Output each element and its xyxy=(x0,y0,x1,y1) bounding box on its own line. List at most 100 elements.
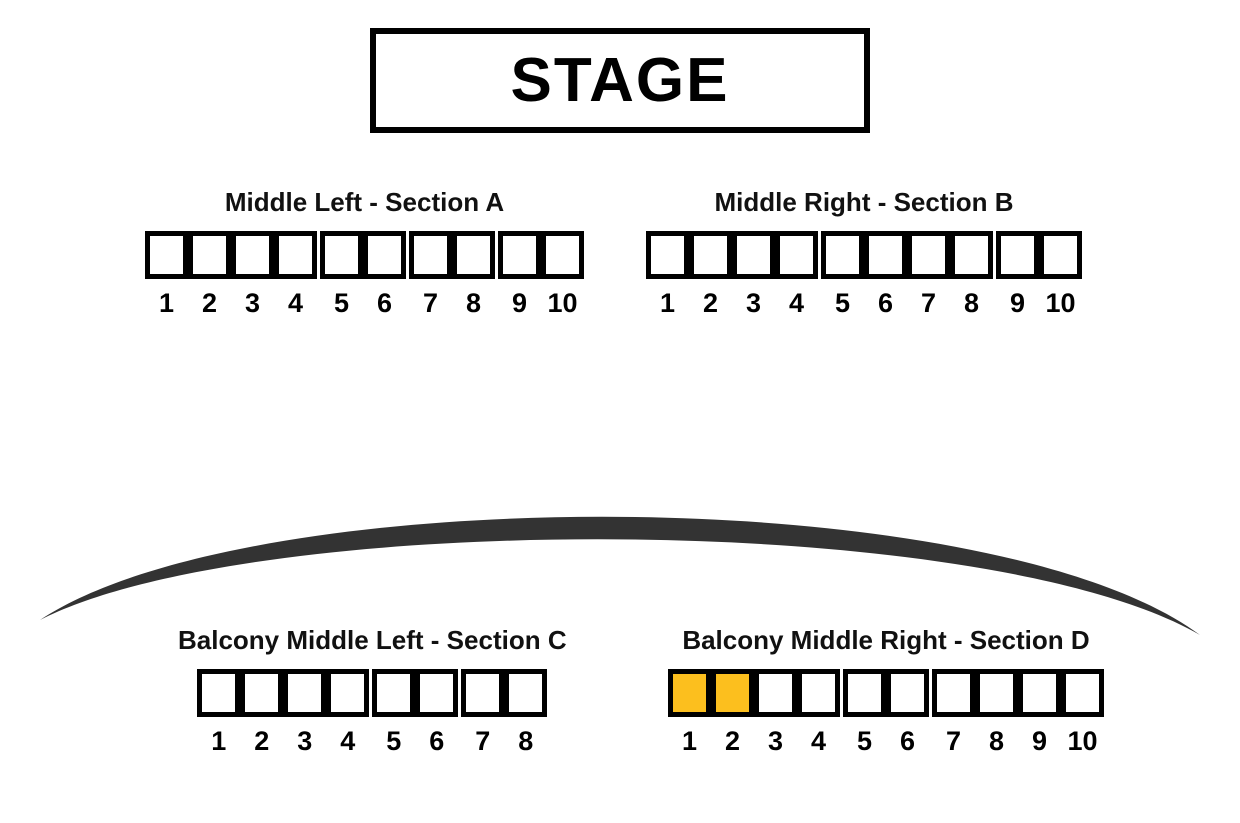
seat-number-d-6: 6 xyxy=(899,725,916,756)
seat-number-a-7: 7 xyxy=(422,287,439,318)
section-a-title: Middle Left - Section A xyxy=(224,187,505,217)
seat-b-10[interactable] xyxy=(1039,230,1082,279)
seat-number-c-8: 8 xyxy=(518,725,534,756)
seat-d-3[interactable] xyxy=(754,668,797,717)
seat-b-8[interactable] xyxy=(950,230,993,279)
seat-number-a-6: 6 xyxy=(376,287,393,318)
seat-number-d-7: 7 xyxy=(945,725,962,756)
seat-a-2[interactable] xyxy=(188,230,231,279)
seat-number-d-1: 1 xyxy=(681,725,698,756)
seat-c-2[interactable] xyxy=(240,668,284,717)
section-b-seat-group xyxy=(646,230,818,279)
seat-d-2[interactable] xyxy=(711,668,754,717)
seat-a-6[interactable] xyxy=(363,230,406,279)
seat-d-7[interactable] xyxy=(932,668,975,717)
seat-a-7[interactable] xyxy=(409,230,452,279)
seat-b-1[interactable] xyxy=(646,230,689,279)
seat-number-c-6: 6 xyxy=(429,725,445,756)
seat-number-d-5: 5 xyxy=(856,725,873,756)
seat-c-7[interactable] xyxy=(461,668,505,717)
seat-a-8[interactable] xyxy=(452,230,495,279)
seat-c-1[interactable] xyxy=(197,668,241,717)
seat-a-3[interactable] xyxy=(231,230,274,279)
seat-c-8[interactable] xyxy=(504,668,548,717)
seat-number-a-10: 10 xyxy=(547,287,578,318)
seat-b-7[interactable] xyxy=(907,230,950,279)
balcony-arc-divider xyxy=(0,470,1240,650)
seat-number-d-4: 4 xyxy=(810,725,827,756)
section-a-number-group: 9 10 xyxy=(498,287,584,319)
section-a-seat-group xyxy=(145,230,317,279)
seat-b-4[interactable] xyxy=(775,230,818,279)
seat-number-c-3: 3 xyxy=(297,725,313,756)
seat-b-2[interactable] xyxy=(689,230,732,279)
seat-d-5[interactable] xyxy=(843,668,886,717)
section-d-seat-group xyxy=(932,668,1104,717)
seat-number-b-7: 7 xyxy=(920,287,937,318)
seat-number-a-4: 4 xyxy=(287,287,304,318)
seat-number-d-2: 2 xyxy=(724,725,741,756)
seat-number-b-5: 5 xyxy=(834,287,851,318)
seat-number-c-7: 7 xyxy=(475,725,491,756)
seat-b-3[interactable] xyxy=(732,230,775,279)
seat-c-4[interactable] xyxy=(326,668,370,717)
seat-number-c-4: 4 xyxy=(340,725,356,756)
seat-a-1[interactable] xyxy=(145,230,188,279)
seat-number-b-1: 1 xyxy=(659,287,676,318)
seat-a-5[interactable] xyxy=(320,230,363,279)
seat-number-b-4: 4 xyxy=(788,287,805,318)
seat-c-3[interactable] xyxy=(283,668,327,717)
seat-number-b-10: 10 xyxy=(1045,287,1076,318)
stage-label: STAGE xyxy=(510,45,730,115)
seat-a-9[interactable] xyxy=(498,230,541,279)
seat-number-a-2: 2 xyxy=(201,287,218,318)
seat-number-b-9: 9 xyxy=(1009,287,1026,318)
section-b-title: Middle Right - Section B xyxy=(714,187,1014,217)
seat-b-5[interactable] xyxy=(821,230,864,279)
section-d-seat-group xyxy=(843,668,929,717)
section-d-seat-group xyxy=(668,668,840,717)
section-b-number-group: 9 10 xyxy=(996,287,1082,319)
section-a-seat-row xyxy=(145,230,584,279)
seat-a-4[interactable] xyxy=(274,230,317,279)
section-c-title: Balcony Middle Left - Section C xyxy=(178,625,567,655)
section-a-seat-group xyxy=(498,230,584,279)
seat-number-a-5: 5 xyxy=(333,287,350,318)
section-d-title: Balcony Middle Right - Section D xyxy=(682,625,1090,655)
seat-c-5[interactable] xyxy=(372,668,416,717)
seat-number-d-9: 9 xyxy=(1031,725,1048,756)
seat-number-d-3: 3 xyxy=(767,725,784,756)
seat-number-a-8: 8 xyxy=(465,287,482,318)
seat-b-9[interactable] xyxy=(996,230,1039,279)
seat-number-a-3: 3 xyxy=(244,287,261,318)
seat-number-a-9: 9 xyxy=(511,287,528,318)
seat-d-6[interactable] xyxy=(886,668,929,717)
seat-a-10[interactable] xyxy=(541,230,584,279)
seat-number-c-1: 1 xyxy=(211,725,227,756)
seat-b-6[interactable] xyxy=(864,230,907,279)
section-c-seat-group xyxy=(197,668,370,717)
seat-number-d-10: 10 xyxy=(1067,725,1098,756)
seat-d-9[interactable] xyxy=(1018,668,1061,717)
seat-d-8[interactable] xyxy=(975,668,1018,717)
seat-c-6[interactable] xyxy=(415,668,459,717)
seat-d-4[interactable] xyxy=(797,668,840,717)
seat-d-1[interactable] xyxy=(668,668,711,717)
section-c-seat-group xyxy=(372,668,459,717)
section-c-seat-group xyxy=(461,668,548,717)
seat-d-10[interactable] xyxy=(1061,668,1104,717)
section-a-seat-group xyxy=(320,230,406,279)
stage-box: STAGE xyxy=(370,28,870,133)
